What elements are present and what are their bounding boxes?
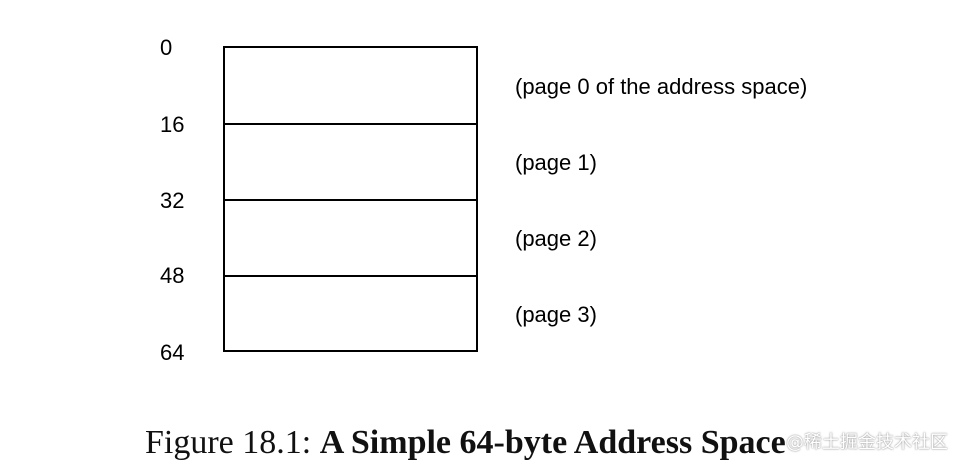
- address-label-0: 0: [160, 35, 173, 60]
- watermark: @稀土掘金技术社区: [786, 432, 948, 453]
- address-label-64: 64: [160, 340, 185, 365]
- page-divider-32: [225, 199, 476, 201]
- figure-caption: Figure 18.1: A Simple 64-byte Address Sp…: [145, 424, 786, 462]
- address-label-48: 48: [160, 263, 185, 288]
- page-label-2: (page 2): [515, 226, 597, 251]
- address-space-box: [223, 46, 478, 352]
- address-space-diagram: 0 16 32 48 64 (page 0 of the address spa…: [160, 35, 808, 365]
- page-divider-48: [225, 275, 476, 277]
- address-label-16: 16: [160, 112, 185, 137]
- page-label-1: (page 1): [515, 150, 597, 175]
- page-label-3: (page 3): [515, 302, 597, 327]
- caption-title: A Simple 64-byte Address Space: [319, 424, 786, 461]
- caption-prefix: Figure 18.1:: [145, 424, 320, 461]
- address-label-32: 32: [160, 188, 185, 213]
- page-label-0: (page 0 of the address space): [515, 74, 808, 99]
- page-divider-16: [225, 123, 476, 125]
